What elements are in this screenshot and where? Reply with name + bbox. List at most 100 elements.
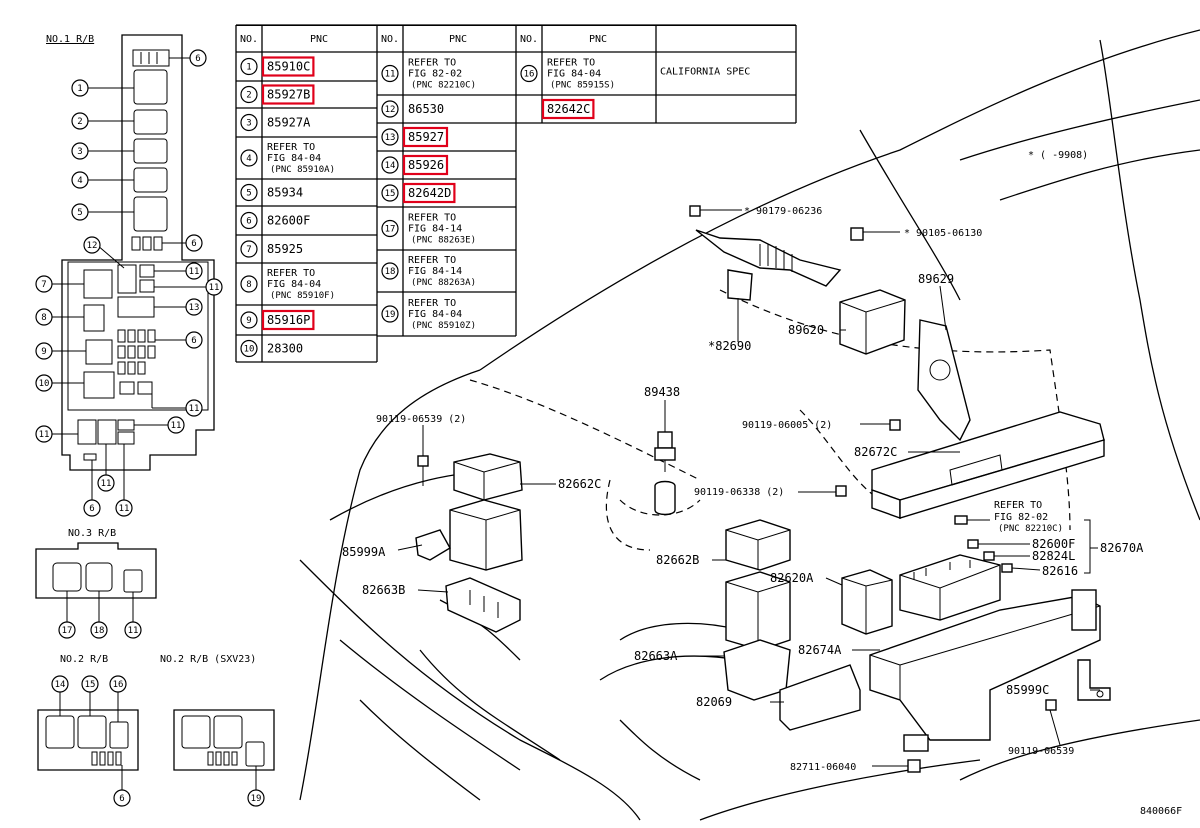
part-82674a-box (869, 589, 1101, 752)
part-89620 (839, 289, 906, 355)
row-col2-6-no-circle (381, 262, 399, 280)
label-90119-06005-2: 90119-06005 (2) (742, 420, 832, 431)
rb2-sxv-bottom-callout-circle (247, 789, 265, 807)
rb1-left-callout-9: 11 (35, 425, 53, 443)
rb1-left-callout-4: 5 (71, 203, 89, 221)
rb1-left-callout-9-circle (35, 425, 53, 443)
row-col2-4-no-circle (381, 184, 399, 202)
rb1-left-callout-3: 4 (71, 171, 89, 189)
part-85999c-bracket (1077, 659, 1111, 701)
pnc-col2-1: 86530 (408, 102, 444, 116)
label-82069: 82069 (696, 695, 732, 709)
rb3-callout-1: 18 (90, 621, 108, 639)
pnc-col1-5: 82600F (267, 214, 310, 228)
pnc-col2-0-line-0: REFER TO (408, 58, 456, 69)
part-89629-bracket (917, 319, 971, 442)
row-col3-0-no-circle (520, 64, 538, 83)
header-pnc-1: PNC (310, 34, 328, 45)
row-col2-1-no: 12 (381, 100, 399, 118)
rb1-right-callout-3-number: 11 (209, 283, 220, 293)
pnc-col1-0: 85910C (267, 60, 310, 74)
rb2-top-callout-1-circle (81, 675, 99, 693)
pnc-col3-0-line-0: REFER TO (547, 58, 595, 69)
pnc-col2-0-line-1: FIG 82-02 (408, 69, 462, 80)
rb2-top-callout-0: 14 (51, 675, 69, 693)
rb1-left-callout-0-number: 1 (77, 84, 82, 94)
part-82620a (841, 569, 893, 635)
row-col1-5-no: 6 (240, 211, 258, 230)
row-col1-3-no-number: 4 (246, 154, 251, 164)
row-col1-5-no-number: 6 (246, 217, 251, 227)
row-col2-3-no-circle (381, 156, 399, 174)
rb1-right-callout-6-number: 11 (189, 404, 200, 414)
rb1-left-callout-0: 1 (71, 79, 89, 97)
label-89438: 89438 (644, 385, 680, 399)
rb2-title: NO.2 R/B (60, 654, 108, 665)
rb1-bottom-callout-1: 11 (97, 474, 115, 492)
row-col1-2-no-number: 3 (246, 119, 251, 129)
label-90179-06236: * 90179-06236 (744, 206, 822, 217)
pnc-col1-6: 85925 (267, 242, 303, 256)
rb1-right-callout-1-circle (185, 234, 203, 252)
pnc-col2-4: 82642D (408, 186, 451, 200)
pnc-col2-5-line-0: REFER TO (408, 213, 456, 224)
rb1-right-callout-3: 11 (205, 278, 223, 296)
rb1-right-callout-2-circle (185, 262, 203, 280)
highlight-col1-1 (261, 84, 315, 105)
row-col2-5-no: 17 (381, 219, 399, 238)
row-col2-0-no-circle (381, 64, 399, 83)
row-col3-0-no-number: 16 (524, 70, 535, 80)
row-col1-8-no-number: 9 (246, 316, 251, 326)
rb2-top-callout-1-number: 15 (85, 680, 96, 690)
row-col2-7-no-circle (381, 305, 399, 323)
row-col1-9-no-number: 10 (244, 345, 255, 355)
rb1-left-callout-4-circle (71, 203, 89, 221)
rb1-top-callout: 12 (83, 236, 101, 254)
rb1-top-callout-circle (83, 236, 101, 254)
row-col2-0-no: 11 (381, 64, 399, 83)
rb1-right-callout-2: 11 (185, 262, 203, 280)
label-82711-06040: 82711-06040 (790, 762, 856, 773)
header-no-2: NO. (381, 34, 399, 45)
label-90119-06539-2: 90119-06539 (2) (376, 414, 466, 425)
row-col1-9-no: 10 (240, 339, 258, 358)
rb1-right-callout-3-circle (205, 278, 223, 296)
row-col1-9-no-circle (240, 339, 258, 358)
rb1-right-callout-7: 11 (167, 416, 185, 434)
rb3-callout-0: 17 (58, 621, 76, 639)
rb1-bottom-callout-1-number: 11 (101, 479, 112, 489)
label-90105-06130: * 90105-06130 (904, 228, 982, 239)
label-90119-06539: 90119-06539 (1008, 746, 1074, 757)
row-col2-7-no-number: 19 (385, 310, 396, 320)
rb1-left-callout-9-number: 11 (39, 430, 50, 440)
label-90119-06338-2: 90119-06338 (2) (694, 487, 784, 498)
rb1-right-callout-1-number: 6 (191, 239, 196, 249)
relay-block-2: NO.2 R/B (37, 654, 139, 790)
rb1-left-callout-1-number: 2 (77, 117, 82, 127)
header-no-1: NO. (240, 34, 258, 45)
rb1-right-callout-4-number: 13 (189, 303, 200, 313)
pnc-col2-5-line-2: (PNC 88263E) (411, 236, 476, 246)
row-col1-7-no-circle (240, 275, 258, 293)
rb1-left-callout-4-number: 5 (77, 208, 82, 218)
rb3-callout-1-number: 18 (94, 626, 105, 636)
header-pnc-2: PNC (449, 34, 467, 45)
rb1-left-callout-7: 9 (35, 342, 53, 360)
pnc-col3-0-line-1: FIG 84-04 (547, 69, 601, 80)
pnc-col1-4: 85934 (267, 186, 303, 200)
rb2-bottom-callout-number: 6 (119, 794, 124, 804)
row-col2-4-no: 15 (381, 184, 399, 202)
row-col1-5-no-circle (240, 211, 258, 230)
rb1-bottom-callout-2: 11 (115, 499, 133, 517)
highlight-col3-1 (541, 98, 595, 120)
pnc-col2-3: 85926 (408, 158, 444, 172)
pnc-col1-7-line-0: REFER TO (267, 268, 315, 279)
part-82662b (725, 519, 791, 571)
rb2-bottom-callout: 6 (113, 789, 131, 807)
rb1-left-callout-1: 2 (71, 112, 89, 130)
rb1-left-callout-8: 10 (35, 374, 53, 392)
rb1-top-callout-number: 12 (87, 241, 98, 251)
